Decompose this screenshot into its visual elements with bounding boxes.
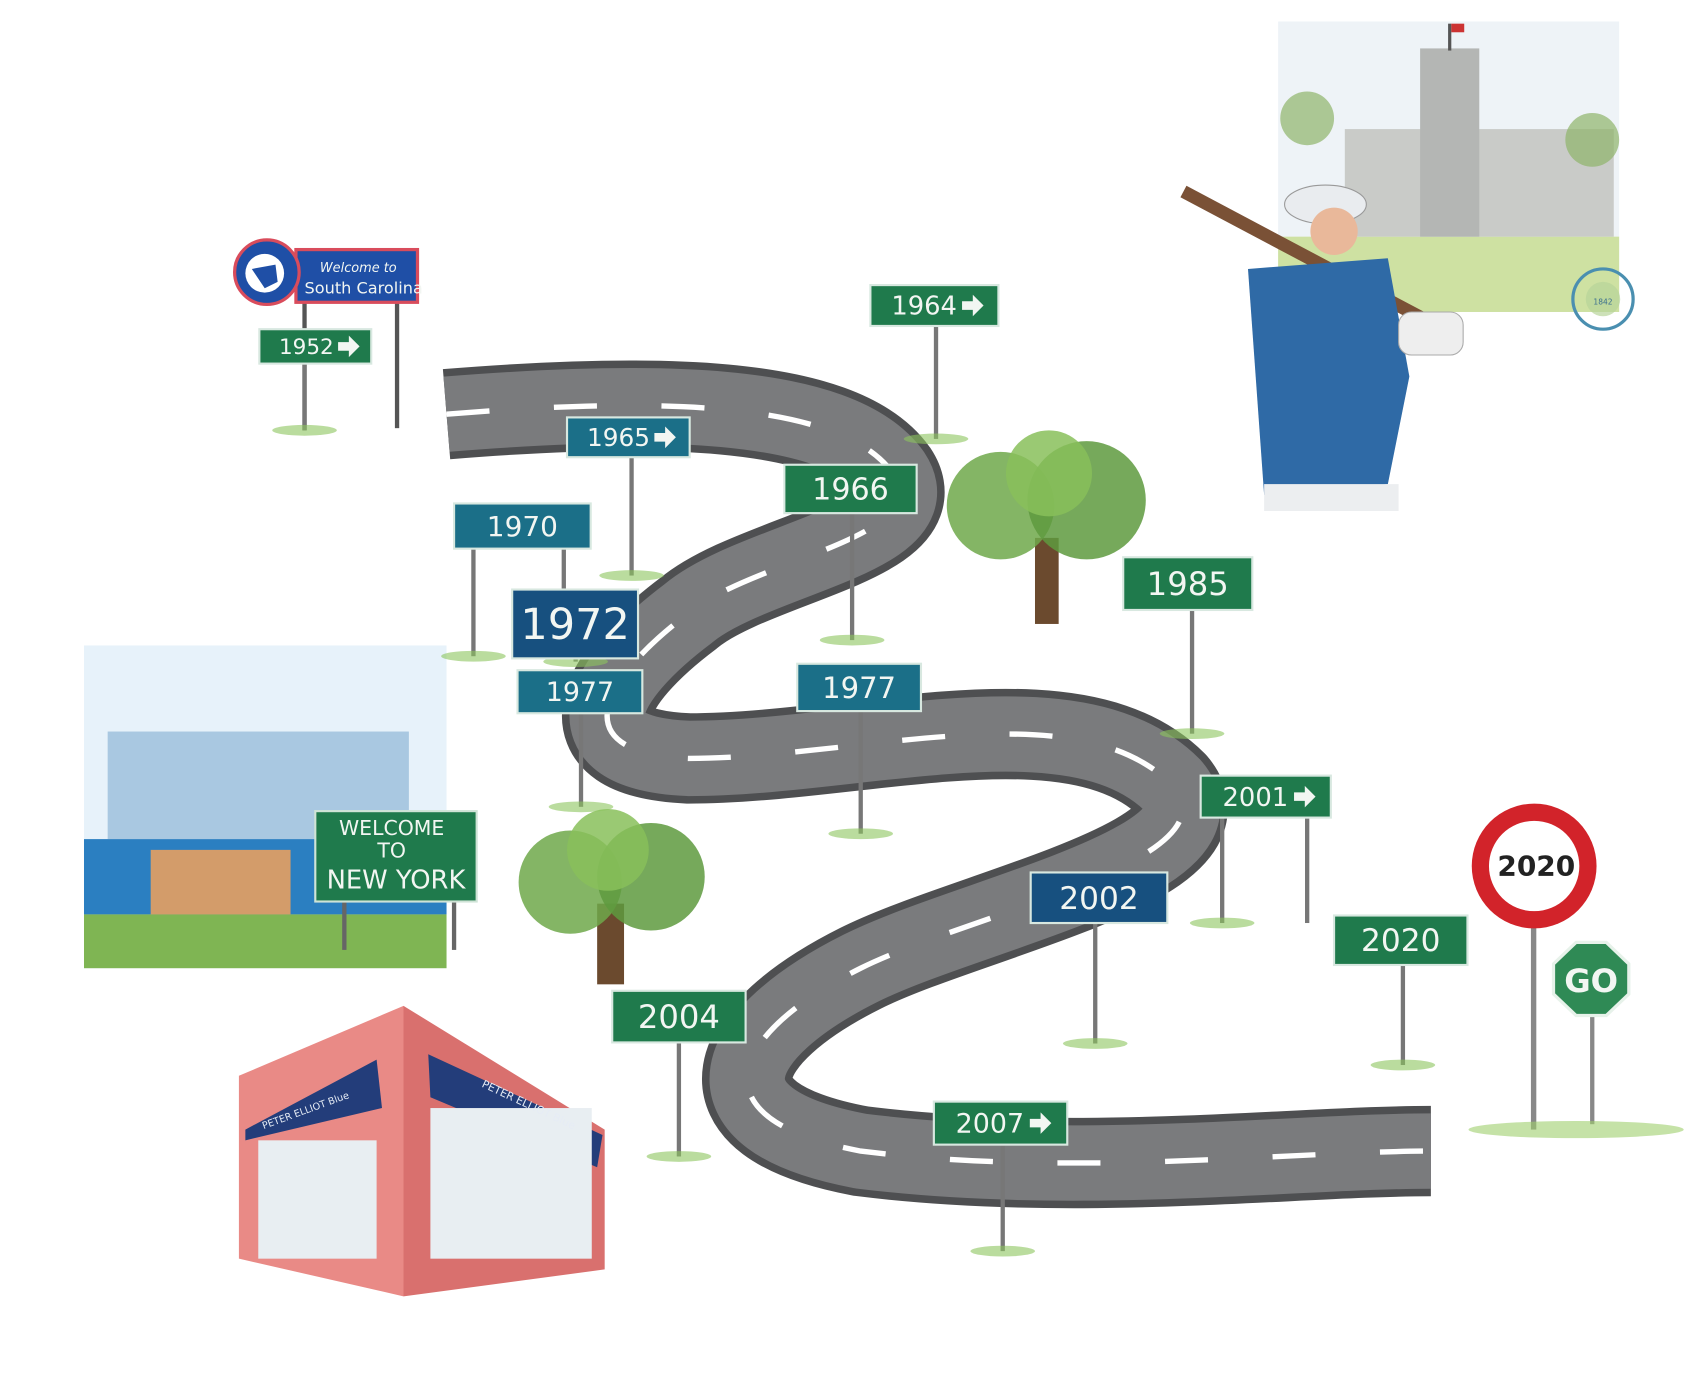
sign-year-text: 1952 [279,335,334,360]
sign-post [1400,964,1406,1066]
year-signs: 1952 1964 1965 1966 1970 1972 1977 1977 1985 2001… [258,284,1469,1257]
sign-year-text: 2002 [1059,881,1138,917]
arrow-right-icon [654,426,676,449]
sign-board [783,463,918,515]
grass [272,424,337,436]
grass [1468,1120,1684,1139]
year-sign-1972: 1972 [511,588,640,667]
year-sign-2007: 2007 [932,1100,1069,1257]
arrow-right-icon [338,335,360,358]
new-york-sign: WELCOME TO NEW YORK [314,810,478,950]
sign-year-text: 1965 [587,423,650,452]
ny-sign-line2: TO [376,838,406,862]
sign-post [1220,817,1225,924]
year-sign-2004: 2004 [611,989,747,1162]
year-sign-1977: 1977 [796,662,923,840]
oak-tree-left [518,808,705,985]
sign-year-text: 1966 [812,473,889,508]
sign-year-text: 1985 [1147,565,1229,603]
sign-board [1029,871,1169,925]
sc-sign-line2: South Carolina [305,279,423,298]
year-sign-1985: 1985 [1122,556,1254,740]
sign-board [1122,556,1254,612]
year-sign-1952: 1952 [258,328,373,436]
stop-sign-2020: 2020 [1471,803,1597,1130]
ny-sign-line3: NEW YORK [327,866,467,896]
sign-board [511,588,640,660]
stop-sign-text: 2020 [1497,850,1575,883]
sign-board [611,989,747,1044]
citadel-stamp: 1842 [1571,267,1635,331]
arrow-right-icon [1294,785,1316,808]
sign-post [1093,923,1098,1044]
grass [1189,917,1255,929]
sign-post [629,457,634,576]
arrow-right-icon [1029,1112,1052,1134]
new-york-painting [83,645,447,969]
sign-year-text: 1964 [891,292,957,322]
sign-post [676,1042,682,1157]
year-sign-2002: 2002 [1029,871,1169,1049]
grass [646,1151,712,1162]
sign-board [1332,914,1469,967]
ny-sign-line1: WELCOME [339,816,444,840]
grass [903,433,969,445]
sign-post [933,325,939,439]
sign-post [1000,1144,1005,1252]
sign-board [796,662,923,713]
sign-post [578,713,584,807]
south-carolina-state-icon [251,264,278,289]
grass [1159,728,1225,740]
sign-post [471,548,476,657]
sign-year-text: 2020 [1361,923,1440,959]
year-sign-1965: 1965 [565,416,691,581]
grass [599,570,664,581]
stamp-year: 1842 [1593,297,1612,306]
sign-post [1305,817,1310,924]
cadet-figure [1180,184,1464,511]
go-sign: GO [1551,940,1631,1125]
sign-post [302,363,307,431]
sign-post [849,513,855,641]
year-sign-1966: 1966 [783,463,918,646]
year-sign-1977: 1977 [516,669,644,813]
sign-post [858,711,863,834]
sign-year-text: 1977 [822,671,896,705]
go-sign-text: GO [1564,962,1618,1000]
year-sign-2020: 2020 [1332,914,1469,1071]
sign-post [1189,609,1195,734]
peter-elliot-store: PETER ELLIOT Blue PETER ELLIOT Blue [238,1005,605,1297]
sc-sign-line1: Welcome to [320,261,397,276]
sign-year-text: 1970 [487,510,558,543]
citadel-painting [1278,21,1620,312]
grass [441,650,506,662]
sign-year-text: 2001 [1223,783,1289,813]
grass [970,1245,1035,1257]
grass [828,828,893,840]
oak-tree-right [946,430,1146,624]
grass [548,801,614,813]
arrow-right-icon [962,294,984,317]
grass [819,634,885,646]
sign-year-text: 1972 [520,600,629,650]
sign-board [516,669,644,715]
year-sign-1964: 1964 [869,284,1000,445]
grass [1062,1038,1128,1049]
year-sign-2001: 2001 [1189,774,1332,929]
sign-year-text: 2004 [638,998,720,1036]
sign-board [452,502,592,550]
grass [1370,1059,1436,1071]
sign-year-text: 2007 [956,1109,1024,1140]
sign-year-text: 1977 [546,677,614,708]
